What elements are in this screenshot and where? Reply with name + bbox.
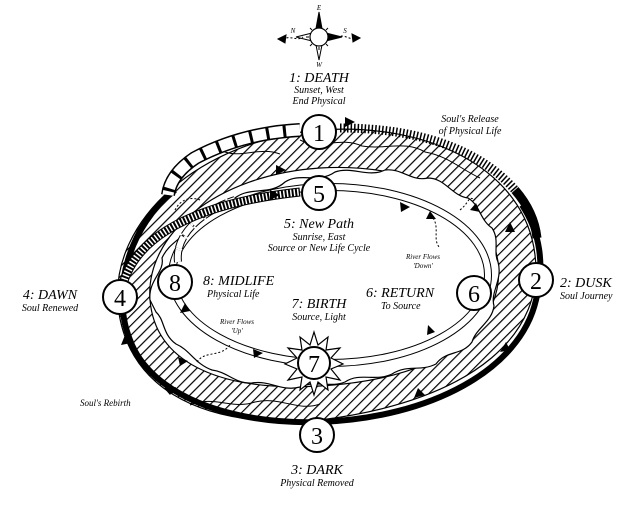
stage-1-number: 1: [313, 121, 325, 147]
stage-6-circle: 6: [456, 275, 492, 311]
river-up-line-2: 'Up': [231, 327, 243, 335]
stage-3-title: 3: DARK: [290, 463, 343, 478]
river-lines: [174, 197, 476, 363]
stage-1-line-1: Sunset, West: [294, 85, 344, 96]
compass: E W N S: [276, 4, 362, 69]
stage-4-title: 4: DAWN: [23, 288, 78, 303]
stage-2-title: 2: DUSK: [560, 276, 612, 291]
stage-2-number: 2: [530, 269, 542, 295]
stage-3-number: 3: [311, 424, 323, 450]
stage-5-number: 5: [313, 182, 325, 208]
flow-arrows: [121, 117, 515, 398]
stage-5-circle: 5: [301, 175, 337, 211]
souls-release-line-2: of Physical Life: [439, 126, 502, 137]
stage-6-line-1: To Source: [381, 301, 421, 312]
stage-4-circle: 4: [102, 279, 138, 315]
souls-release-line-1: Soul's Release: [441, 114, 499, 125]
sun-icon: [306, 24, 332, 50]
souls-rebirth-label: Soul's Rebirth: [80, 398, 131, 408]
annotations: Soul's Release of Physical Life Soul's R…: [80, 114, 502, 408]
stage-8-title: 8: MIDLIFE: [203, 274, 275, 289]
stage-7-circle: 7: [297, 346, 331, 380]
stage-1-circle: 1: [301, 114, 337, 150]
stage-circles: 1 5 8 6 4 2 3 7: [102, 114, 554, 453]
stage-1-line-2: End Physical: [291, 96, 345, 107]
stage-7-title: 7: BIRTH: [292, 297, 348, 312]
stage-4-line-1: Soul Renewed: [22, 303, 79, 314]
river-up-line-1: River Flows: [219, 318, 254, 326]
river-down-line-2: 'Down': [413, 262, 433, 270]
stage-8-circle: 8: [157, 264, 193, 300]
stage-5-line-1: Sunrise, East: [293, 232, 346, 243]
stage-8-line-1: Physical Life: [206, 289, 260, 300]
stage-5-line-2: Source or New Life Cycle: [268, 243, 371, 254]
stage-7-line-1: Source, Light: [292, 312, 346, 323]
stage-1-title: 1: DEATH: [289, 71, 350, 86]
river-down-line-1: River Flows: [405, 253, 440, 261]
stage-labels: 1: DEATH Sunset, West End Physical 5: Ne…: [22, 71, 613, 489]
stage-2-line-1: Soul Journey: [560, 291, 613, 302]
stage-3-line-1: Physical Removed: [279, 478, 355, 489]
stage-6-title: 6: RETURN: [366, 286, 435, 301]
compass-s-label: S: [343, 27, 347, 35]
compass-e-label: E: [316, 4, 322, 12]
stage-8-number: 8: [169, 271, 181, 297]
stage-6-number: 6: [468, 282, 480, 308]
stage-3-circle: 3: [299, 417, 335, 453]
stage-7-number: 7: [308, 352, 320, 378]
compass-w-label: W: [316, 61, 323, 69]
stage-2-circle: 2: [518, 262, 554, 298]
stage-4-number: 4: [114, 286, 126, 312]
stage-5-title: 5: New Path: [284, 217, 354, 232]
compass-n-label: N: [290, 27, 296, 35]
